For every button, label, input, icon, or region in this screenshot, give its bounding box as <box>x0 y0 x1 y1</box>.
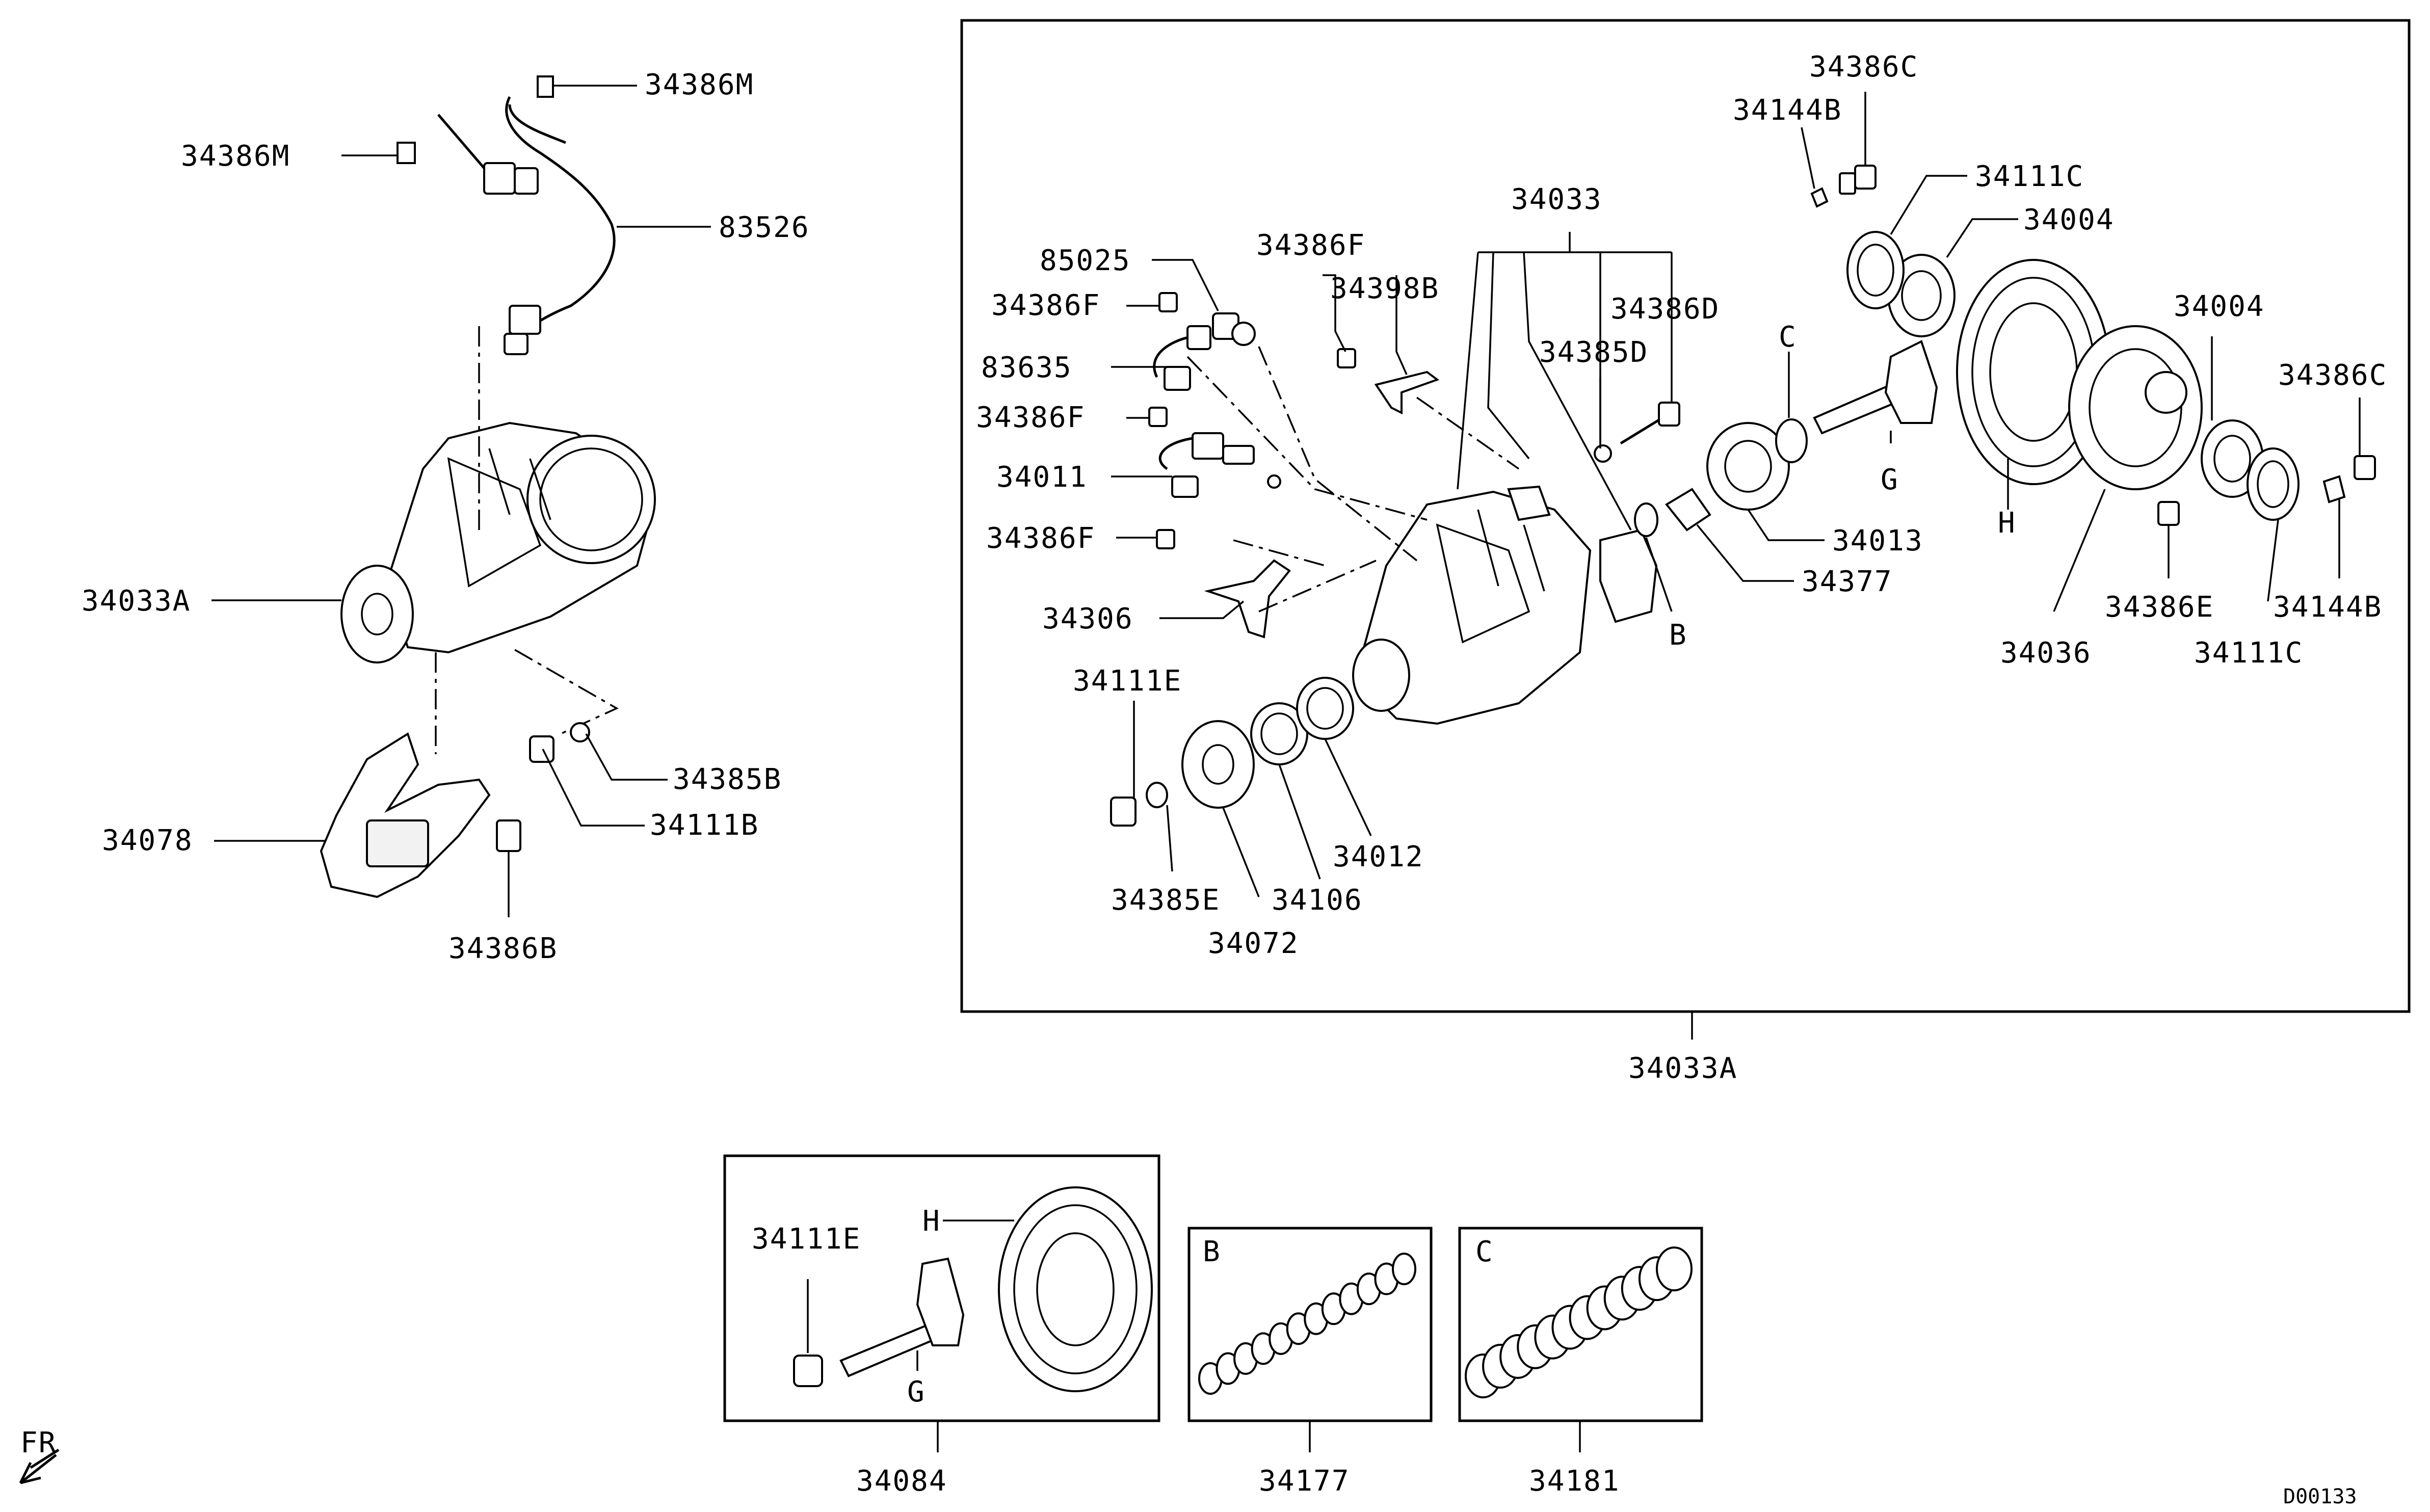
shim-kit-c-frame <box>1458 1227 1703 1422</box>
shim-b-ring <box>1392 1253 1416 1285</box>
label-34386F-4: 34386F <box>1256 229 1365 262</box>
bracket-34398B <box>1374 370 1440 415</box>
gear-set-kit-frame <box>723 1154 1160 1422</box>
label-85025: 85025 <box>1040 244 1131 277</box>
fasteners-left <box>496 722 590 852</box>
label-34111B: 34111B <box>650 809 759 842</box>
dash-guides-main <box>1186 346 1520 613</box>
label-ref-b: B <box>1669 619 1687 652</box>
diff-case-34036 <box>2068 325 2203 490</box>
label-ref-g: G <box>1881 463 1899 496</box>
label-g-kit: G <box>907 1375 926 1409</box>
label-34004-right: 34004 <box>2174 290 2265 323</box>
adjuster-34111C-right <box>2247 447 2300 521</box>
label-34377: 34377 <box>1802 565 1893 598</box>
bolts-34386F <box>1148 292 1356 549</box>
label-ref-c: C <box>1779 321 1797 354</box>
label-34386C-right: 34386C <box>2278 359 2387 392</box>
label-34111E-kit: 34111E <box>752 1223 861 1256</box>
label-34181: 34181 <box>1529 1465 1620 1498</box>
label-group: 34386M 34386M 83526 34033A 34385B 34111B… <box>20 50 2387 1508</box>
label-34011: 34011 <box>996 461 1088 494</box>
diff-housing-34033 <box>1352 485 1592 725</box>
label-34013: 34013 <box>1832 524 1923 558</box>
label-drawing-code: D00133 <box>2283 1485 2357 1508</box>
bearing-34012 <box>1296 677 1354 740</box>
nut-34111E <box>1110 797 1137 827</box>
label-h-kit: H <box>922 1205 941 1238</box>
label-34033: 34033 <box>1511 183 1602 216</box>
pinion-gear-g <box>1813 340 1938 435</box>
label-34111C-right: 34111C <box>2194 636 2303 670</box>
label-34012: 34012 <box>1333 840 1424 873</box>
label-34072: 34072 <box>1208 927 1299 960</box>
spacer-34377 <box>1665 488 1711 532</box>
label-34386F-1: 34386F <box>991 289 1100 322</box>
lock-34144B <box>1810 187 2346 503</box>
dash-carrier-to-nut <box>514 649 619 735</box>
kit-34177-shims <box>1198 1253 1416 1395</box>
oil-seal-34106 <box>1250 702 1308 765</box>
sensor-85025 <box>1212 312 1256 346</box>
label-34386D: 34386D <box>1610 293 1720 326</box>
shim-kit-b-frame <box>1187 1227 1433 1422</box>
washer-34385E <box>1146 782 1168 808</box>
kit-34181-shims <box>1465 1246 1693 1398</box>
label-34106: 34106 <box>1272 884 1363 917</box>
leaders-left <box>212 85 711 917</box>
label-34386C-top: 34386C <box>1809 50 1918 84</box>
label-34386B: 34386B <box>448 932 558 965</box>
label-34111E: 34111E <box>1073 665 1182 698</box>
label-83635: 83635 <box>981 351 1072 384</box>
shim-c-ring <box>1656 1246 1693 1291</box>
adjuster-34111C-top <box>1846 231 1905 309</box>
label-34386M-top: 34386M <box>645 68 754 101</box>
label-34078: 34078 <box>102 824 193 857</box>
label-34033A-left: 34033A <box>82 585 191 618</box>
label-34144B-right: 34144B <box>2273 591 2382 624</box>
leaders-main <box>1111 92 2361 1040</box>
label-34385B: 34385B <box>673 763 782 796</box>
bracket-34078 <box>320 732 491 898</box>
kit-34084-parts <box>793 1186 1153 1452</box>
label-b-kit: B <box>1203 1235 1221 1268</box>
shim-c <box>1775 418 1808 463</box>
label-34177: 34177 <box>1259 1465 1350 1498</box>
label-34386F-3: 34386F <box>986 522 1095 555</box>
front-arrow-icon <box>19 1448 60 1484</box>
label-34306: 34306 <box>1042 602 1133 635</box>
harness-83526 <box>397 75 616 355</box>
label-34111C-top: 34111C <box>1975 160 2084 193</box>
label-ref-h: H <box>1998 507 2016 540</box>
label-34386E: 34386E <box>2105 591 2214 624</box>
main-assembly-frame <box>960 19 2411 1013</box>
label-34036: 34036 <box>2000 636 2092 670</box>
label-c-kit: C <box>1475 1235 1494 1268</box>
label-34004-top: 34004 <box>2023 203 2115 236</box>
companion-flange-34072 <box>1181 720 1255 809</box>
label-34385D: 34385D <box>1539 336 1648 369</box>
label-34144B-top: 34144B <box>1733 94 1842 127</box>
label-34033A-bottom: 34033A <box>1628 1052 1737 1085</box>
label-34398B: 34398B <box>1330 272 1439 305</box>
bracket-34306 <box>1204 559 1291 639</box>
label-83526: 83526 <box>719 211 810 244</box>
bolts-34386C-E <box>1839 165 2376 526</box>
label-34385E: 34385E <box>1111 884 1220 917</box>
label-fr: FR <box>20 1426 57 1460</box>
diff-carrier-assembly-left <box>340 421 656 664</box>
label-34084: 34084 <box>856 1465 947 1498</box>
label-34386M-left: 34386M <box>181 140 290 173</box>
shim-b <box>1634 502 1658 537</box>
harness-83635 <box>1153 325 1211 391</box>
label-34386F-2: 34386F <box>976 401 1085 434</box>
sensor-34011 <box>1158 432 1281 498</box>
bolt-34386D <box>1594 402 1680 463</box>
